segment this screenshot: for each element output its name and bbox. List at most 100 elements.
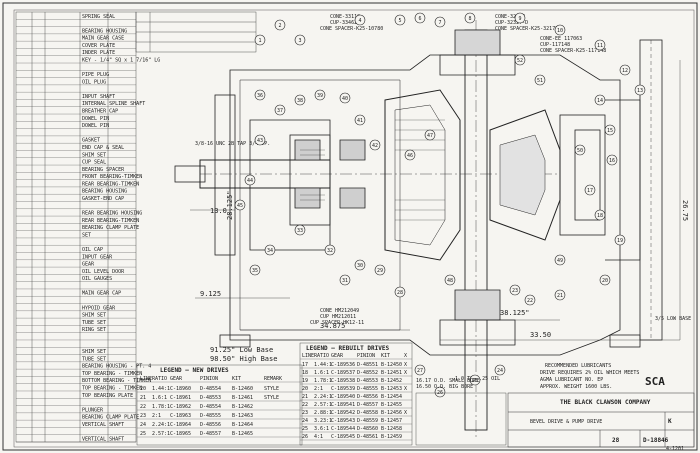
part-balloon	[274, 104, 286, 116]
bom-item: GASKET	[82, 138, 100, 144]
bom-item: BEARING CLAMP PLATE	[82, 415, 139, 421]
new-drives-title: LEGEND — NEW DRIVES	[160, 367, 229, 374]
balloon-number: 33	[297, 228, 303, 234]
table-cell: X	[404, 370, 407, 376]
bom-item: REAR BEARING-TIMKEN	[82, 218, 139, 224]
balloon-number: 7	[438, 20, 441, 26]
table-header: GEAR	[331, 353, 344, 359]
balloon-number: 21	[557, 293, 563, 299]
revision-block	[135, 11, 257, 53]
table-cell: D-48557	[357, 402, 378, 408]
bom-item: BEARING CLAMP PLATE	[82, 225, 139, 231]
table-cell: B-12452	[381, 378, 402, 384]
company-name: THE BLACK CLAWSON COMPANY	[560, 399, 651, 406]
balloon-number: 28	[397, 290, 403, 296]
dim-label: 34.875	[320, 322, 345, 330]
table-header: KIT	[381, 353, 390, 359]
table-cell: 21	[140, 395, 146, 401]
table-cell: B-12457	[381, 418, 402, 424]
part-balloon	[339, 274, 351, 286]
bom-item: CUP SEAL	[82, 160, 106, 166]
bom-item: TUBE SET	[82, 356, 106, 362]
table-cell: B-12454	[381, 394, 402, 400]
table-cell: B-12462	[232, 404, 253, 410]
table-cell: C-18964	[170, 422, 191, 428]
table-cell: B-12451	[381, 370, 402, 376]
balloon-number: 3	[298, 38, 301, 44]
part-balloon	[606, 154, 618, 166]
table-cell: D-48552	[357, 370, 378, 376]
balloon-number: 5	[398, 18, 401, 24]
bill-of-materials	[15, 11, 137, 443]
svg-text:DRIVE REQUIRES 2% OIL WHICH ME: DRIVE REQUIRES 2% OIL WHICH MEETS	[540, 370, 639, 376]
bom-item: END CAP & SEAL	[82, 145, 124, 151]
title-block	[507, 392, 695, 448]
callout-text: 3/8-16 UNC 2B TAP 3/4 DP.	[195, 141, 270, 147]
table-cell: D-48553	[357, 378, 378, 384]
dim-label: 33.50	[530, 331, 551, 339]
bom-item: SPRING SEAL	[82, 14, 115, 20]
bom-item: OIL GAUGES	[82, 276, 112, 282]
table-cell: D-48554	[200, 404, 221, 410]
rebuilt-drives-title: LEGEND — REBUILT DRIVES	[306, 345, 389, 352]
bom-item: VERTICAL SHAFT	[82, 422, 124, 428]
table-cell: B-12453	[381, 386, 402, 392]
balloon-number: 15	[607, 128, 613, 134]
part-balloon	[554, 254, 566, 266]
part-balloon	[634, 84, 646, 96]
table-cell: C-189544	[331, 426, 355, 432]
balloon-number: 19	[617, 238, 623, 244]
part-balloon	[584, 184, 596, 196]
part-balloon	[604, 124, 616, 136]
table-cell: C-189537	[331, 370, 355, 376]
balloon-number: 17	[587, 188, 593, 194]
table-header: PINION	[200, 376, 218, 382]
bom-item: TOP BEARING - TIMKEN	[82, 371, 142, 377]
part-balloon	[444, 274, 456, 286]
balloon-number: 42	[372, 143, 378, 149]
balloon-number: 40	[342, 96, 348, 102]
bom-item: INPUT GEAR	[82, 254, 113, 260]
balloon-number: 4	[358, 18, 361, 24]
bom-item: DOWEL PIN	[82, 123, 109, 129]
callout-text: CONE-32313	[495, 14, 525, 20]
balloon-number: 48	[447, 278, 453, 284]
table-cell: B-12464	[232, 422, 253, 428]
balloon-number: 32	[327, 248, 333, 254]
table-cell: 25	[140, 431, 146, 437]
dim-label: 28.125"	[226, 190, 234, 220]
part-ref: K	[668, 418, 672, 425]
table-cell: C-18961	[170, 395, 191, 401]
part-balloon	[404, 149, 416, 161]
part-balloon	[244, 174, 256, 186]
part-balloon	[424, 129, 436, 141]
part-balloon	[374, 264, 386, 276]
table-cell: 2.57:1	[314, 402, 332, 408]
bom-item: PIPE PLUG	[82, 72, 109, 78]
part-balloon	[324, 244, 336, 256]
part-balloon	[599, 274, 611, 286]
table-cell: 2.88:1	[314, 410, 332, 416]
table-cell: X	[404, 386, 407, 392]
balloon-number: 50	[577, 148, 583, 154]
balloon-number: 37	[277, 108, 283, 114]
part-balloon	[434, 386, 446, 398]
table-cell: D-48553	[200, 395, 221, 401]
part-balloon	[354, 14, 366, 26]
svg-text:AGMA LUBRICANT NO. EP: AGMA LUBRICANT NO. EP	[540, 377, 603, 383]
table-cell: D-48554	[200, 386, 221, 392]
table-cell: 20	[140, 386, 146, 392]
table-cell: 3.23:1	[314, 418, 332, 424]
table-cell: 1.44:1	[152, 386, 170, 392]
table-cell: D-48551	[357, 362, 378, 368]
part-balloon	[574, 144, 586, 156]
callout-text: CUP HM212011	[320, 314, 356, 320]
callout-text: CUP-117148	[540, 42, 570, 48]
balloon-number: 51	[537, 78, 543, 84]
drawing-description: BEVEL DRIVE & PUMP DRIVE	[530, 419, 602, 425]
table-cell: B-12450	[381, 362, 402, 368]
part-balloon	[369, 139, 381, 151]
part-balloon	[534, 74, 546, 86]
table-header: PINION	[357, 353, 375, 359]
bom-item: BREATHER CAP	[82, 109, 118, 115]
